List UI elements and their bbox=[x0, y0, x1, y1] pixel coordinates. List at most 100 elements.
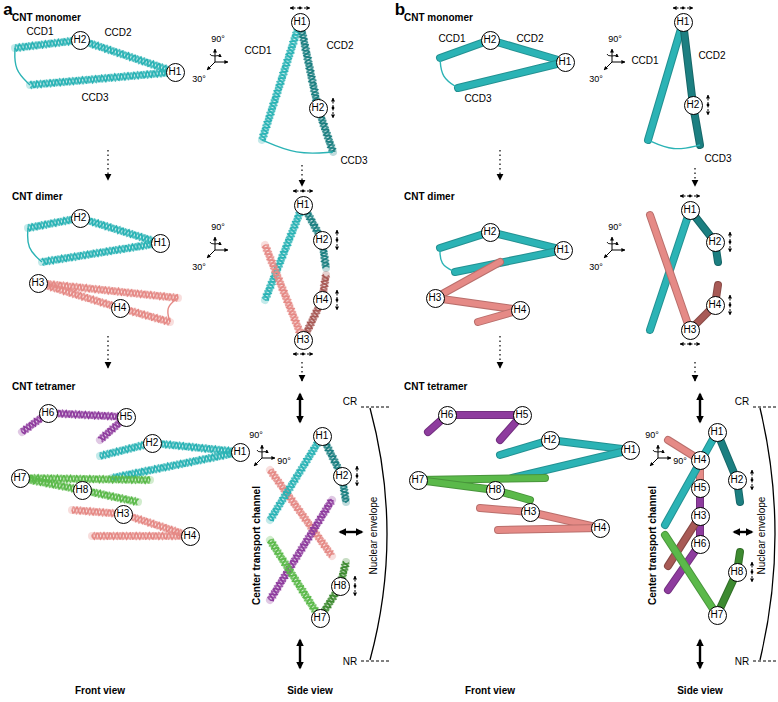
hinge-circle: H2 bbox=[333, 467, 352, 486]
pivot-dot bbox=[689, 195, 692, 198]
axis-arrow bbox=[254, 458, 262, 466]
motion-arrow bbox=[730, 232, 731, 252]
helix-cylinder bbox=[550, 440, 630, 450]
stage-title: CNT monomer bbox=[12, 12, 81, 23]
helix-cylinder-edge bbox=[650, 215, 690, 330]
region-label: Center transport channel bbox=[250, 486, 261, 605]
angle-label: 90° bbox=[211, 35, 225, 45]
helix-cylinder bbox=[498, 528, 600, 530]
axis-arrow bbox=[650, 458, 658, 466]
stage-arrow bbox=[499, 336, 500, 368]
hinge-label: H1 bbox=[684, 205, 697, 215]
angle-label: 30° bbox=[192, 263, 206, 273]
hinge-label: H3 bbox=[694, 511, 707, 521]
hinge-label: H4 bbox=[514, 305, 527, 315]
hinge-circle: H4 bbox=[706, 296, 725, 315]
axis-arrow bbox=[215, 62, 228, 63]
rotation-axes bbox=[254, 445, 275, 466]
pivot-dot bbox=[336, 239, 339, 242]
movement-arrow bbox=[340, 531, 362, 533]
hinge-label: H3 bbox=[117, 509, 130, 519]
hinge-circle: H8 bbox=[486, 481, 505, 500]
domain-label: CCD1 bbox=[438, 33, 465, 44]
hinge-label: H7 bbox=[314, 613, 327, 623]
hinge-circle: H1 bbox=[294, 196, 313, 215]
axis-arrow bbox=[207, 62, 215, 70]
helix-ribbon bbox=[92, 532, 190, 540]
helix-strand bbox=[297, 22, 320, 108]
angle-label: 90° bbox=[211, 223, 225, 233]
helix-cylinder-edge bbox=[648, 22, 683, 140]
hinge-label: H1 bbox=[677, 17, 690, 27]
helix-cylinder-edge bbox=[490, 232, 563, 250]
loop-linker bbox=[262, 140, 333, 153]
helix-cylinder bbox=[490, 232, 563, 250]
hinge-circle: H7 bbox=[708, 606, 727, 625]
helix-strand bbox=[30, 69, 175, 87]
hinge-label: H2 bbox=[484, 227, 497, 237]
axis-arrow bbox=[215, 237, 216, 250]
hinge-label: H2 bbox=[484, 35, 497, 45]
motion-arrow bbox=[337, 230, 338, 250]
axis-arrow bbox=[612, 49, 613, 62]
stage-title: CNT dimer bbox=[12, 191, 63, 202]
axis-arrow bbox=[658, 445, 659, 458]
axis-arrow bbox=[215, 49, 216, 62]
motion-arrow bbox=[680, 344, 700, 345]
movement-arrow bbox=[299, 394, 301, 422]
axis-arrow bbox=[262, 445, 263, 458]
axis-arrow bbox=[215, 250, 228, 251]
axis-arrow bbox=[262, 458, 275, 459]
region-label: NR bbox=[343, 656, 357, 667]
helix-cylinder-edge bbox=[498, 528, 600, 530]
axis-arrow bbox=[612, 250, 625, 251]
hinge-circle: H6 bbox=[438, 406, 457, 425]
view-label: Side view bbox=[677, 685, 723, 696]
rotation-arrow bbox=[653, 450, 663, 452]
hinge-circle: H7 bbox=[311, 609, 330, 628]
movement-arrow bbox=[734, 531, 752, 533]
movement-arrow bbox=[699, 394, 701, 422]
hinge-label: H1 bbox=[557, 245, 570, 255]
pivot-dot bbox=[299, 7, 302, 10]
rotation-arrow bbox=[607, 242, 617, 244]
hinge-circle: H8 bbox=[331, 577, 350, 596]
motion-arrow bbox=[290, 8, 310, 9]
panel-letter: a bbox=[3, 1, 12, 20]
axis-arrow bbox=[604, 62, 612, 70]
domain-label: CCD2 bbox=[698, 50, 725, 61]
hinge-circle: H3 bbox=[29, 274, 48, 293]
hinge-label: H7 bbox=[412, 475, 425, 485]
domain-label: CCD1 bbox=[244, 45, 271, 56]
hinge-label: H1 bbox=[234, 447, 247, 457]
hinge-label: H2 bbox=[544, 435, 557, 445]
hinge-label: H2 bbox=[731, 475, 744, 485]
hinge-label: H7 bbox=[14, 473, 27, 483]
motion-arrow bbox=[673, 8, 693, 9]
pivot-dot bbox=[729, 241, 732, 244]
helix-strand bbox=[38, 281, 121, 311]
loop-linker bbox=[440, 58, 458, 88]
helix-cylinder-edge bbox=[683, 22, 693, 105]
rotation-axes bbox=[207, 49, 228, 70]
helix-cylinder bbox=[683, 22, 693, 105]
hinge-circle: H1 bbox=[708, 423, 727, 442]
hinge-circle: H3 bbox=[426, 289, 445, 308]
helix-cylinder-edge bbox=[512, 450, 630, 478]
hinge-circle: H2 bbox=[728, 471, 747, 490]
angle-label: 90° bbox=[608, 223, 622, 233]
motion-arrow bbox=[730, 295, 731, 315]
pivot-dot bbox=[336, 299, 339, 302]
pivot-dot bbox=[356, 475, 359, 478]
helix-cylinder bbox=[665, 432, 717, 525]
hinge-label: H2 bbox=[316, 235, 329, 245]
hinge-label: H3 bbox=[32, 278, 45, 288]
angle-label: 90° bbox=[645, 431, 659, 441]
helix-cylinder-edge bbox=[550, 440, 630, 450]
loop-linker bbox=[15, 48, 30, 85]
angle-label: 90° bbox=[277, 457, 291, 467]
helix-cylinder-edge bbox=[665, 535, 717, 615]
hinge-circle: H2 bbox=[143, 434, 162, 453]
view-label: Front view bbox=[465, 685, 515, 696]
